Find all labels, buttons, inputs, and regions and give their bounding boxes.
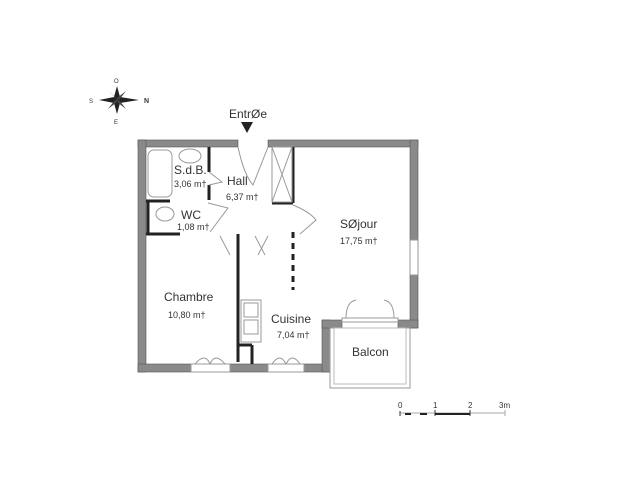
room-hall: Hall 6,37 m† [226,174,259,202]
room-area: 1,08 m† [177,222,210,232]
room-balcon: Balcon [352,345,389,359]
entrance-arrow-icon [241,122,253,133]
windows [190,239,419,373]
room-name: Balcon [352,345,389,359]
compass-rose-icon [99,86,139,114]
room-area: 7,04 m† [277,330,310,340]
scale-tick-2: 2 [468,401,473,410]
scale-tick-3: 3m [499,401,510,410]
fixtures [147,146,317,343]
compass-north-label: N [144,98,149,105]
scale-tick-0: 0 [398,401,403,410]
room-area: 17,75 m† [340,236,378,246]
scale-tick-1: 1 [433,401,438,410]
compass-east-label: E [114,120,118,126]
compass-west-label: O [114,79,119,85]
room-wc: WC 1,08 m† [177,208,210,232]
room-cuisine: Cuisine 7,04 m† [271,312,311,340]
entrance-label: EntrØe [229,107,267,121]
room-name: S.d.B. [174,163,207,177]
room-area: 3,06 m† [174,179,207,189]
room-name: Cuisine [271,312,311,326]
room-name: Hall [227,174,248,188]
room-name: Chambre [164,290,214,304]
room-sejour: SØjour 17,75 m† [340,217,378,246]
scale-bar: 0 1 2 3m [398,401,510,416]
room-area: 6,37 m† [226,192,259,202]
interior-walls [146,147,295,364]
compass-south-label: S [89,99,93,105]
room-name: SØjour [340,217,377,231]
room-chambre: Chambre 10,80 m† [164,290,214,320]
room-sdb: S.d.B. 3,06 m† [174,163,207,189]
room-area: 10,80 m† [168,310,206,320]
room-name: WC [181,208,201,222]
